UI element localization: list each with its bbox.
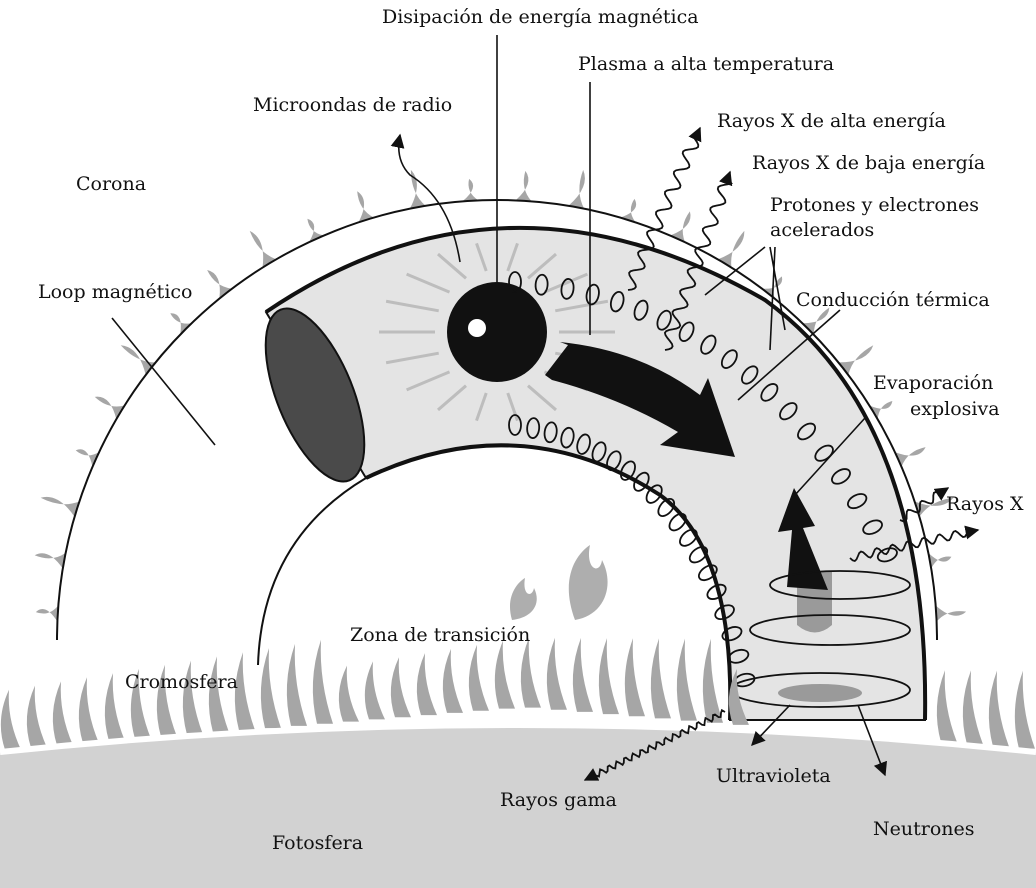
label-hard-xrays: Rayos X de alta energía (717, 110, 946, 132)
chromosphere-flame (547, 638, 567, 710)
chromosphere-flame (989, 671, 1009, 747)
label-neutrons: Neutrones (873, 818, 975, 840)
energy-release-sphere (447, 282, 547, 382)
corona-flame (568, 170, 584, 209)
label-loop: Loop magnético (38, 281, 192, 303)
chromosphere-flame (521, 638, 541, 708)
chromosphere-flame (27, 686, 47, 748)
chromosphere-flame (79, 677, 99, 743)
chromosphere-flame (651, 638, 671, 718)
label-plasma: Plasma a alta temperatura (578, 53, 834, 75)
chromosphere-flame (495, 641, 515, 709)
chromosphere-flame (703, 639, 723, 723)
corona-flame (41, 497, 80, 517)
label-ultraviolet: Ultravioleta (716, 765, 831, 787)
chromosphere-flame (677, 639, 697, 721)
label-gamma: Rayos gama (500, 789, 617, 811)
chromosphere-flame (937, 670, 957, 742)
chromosphere-flame (287, 644, 307, 726)
sphere-highlight (468, 319, 486, 337)
label-xrays: Rayos X (946, 493, 1024, 515)
label-dissipation: Disipación de energía magnética (382, 6, 699, 28)
label-evaporation-2: explosiva (910, 398, 1000, 420)
chromosphere-flame (53, 681, 73, 745)
chromosphere-flame (417, 653, 437, 715)
chromosphere-flame (599, 638, 619, 714)
chromosphere-flame (209, 656, 229, 732)
chromosphere-flame (625, 638, 645, 716)
corona-flame (95, 397, 125, 420)
label-photosphere: Fotosfera (272, 832, 363, 854)
chromosphere-flame (963, 670, 983, 744)
corona-flame (936, 605, 966, 621)
label-protons-1: Protones y electrones (770, 194, 979, 216)
chromosphere-flame (105, 673, 125, 741)
label-protons-2: acelerados (770, 219, 874, 241)
chromosphere-flame (391, 657, 411, 717)
label-corona: Corona (76, 173, 146, 195)
corona-flame (170, 313, 191, 334)
chromosphere-flame (339, 666, 359, 722)
chromosphere-flame (469, 645, 489, 711)
label-microwaves: Microondas de radio (253, 94, 452, 116)
label-evaporation-1: Evaporación (873, 372, 993, 394)
chromosphere-flame (261, 648, 281, 728)
chromosphere-flame (573, 638, 593, 712)
corona-flame (36, 605, 58, 621)
chromosphere-flame (1015, 671, 1035, 749)
corona-flame (462, 179, 478, 201)
corona-flame (207, 270, 232, 299)
chromosphere-flame (443, 649, 463, 713)
footpoint-spot (778, 684, 862, 702)
chromosphere-flame (1, 690, 21, 750)
interior-flames (510, 545, 608, 620)
label-conduction: Conducción térmica (796, 289, 990, 311)
chromosphere-flame (365, 661, 385, 719)
label-transition: Zona de transición (350, 624, 530, 646)
chromosphere-flame (313, 640, 333, 724)
label-chromosphere: Cromosfera (125, 671, 238, 693)
label-soft-xrays: Rayos X de baja energía (752, 152, 985, 174)
corona-flame (35, 553, 66, 569)
corona-flame (516, 171, 532, 201)
